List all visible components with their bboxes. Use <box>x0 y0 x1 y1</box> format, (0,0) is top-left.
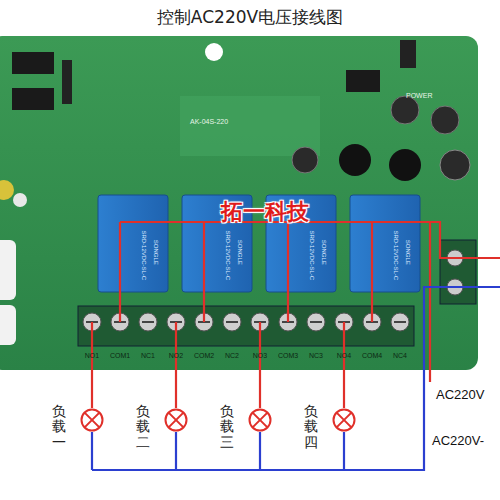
ic-chip <box>12 52 54 74</box>
ic-chip <box>62 60 72 104</box>
relay-model: SRD-12VDC-SL-C <box>141 230 148 280</box>
mounting-hole <box>205 43 223 61</box>
lamp-symbol <box>332 408 356 432</box>
terminal-name: COM2 <box>194 352 214 360</box>
screw-slot <box>449 258 461 287</box>
diagram-title: 控制AC220V电压接线图 <box>0 8 500 27</box>
relay-brand: SONGLE <box>153 239 160 264</box>
terminal-name: NC4 <box>393 352 407 360</box>
watermark: 拓一科技 <box>221 200 309 224</box>
terminal-screw <box>391 313 409 331</box>
load-label: 负载三 <box>220 404 234 450</box>
load-lamp: 负载一 <box>52 398 106 458</box>
load-label: 负载四 <box>304 404 318 450</box>
regulator-chip <box>346 70 380 92</box>
inductor <box>389 149 421 181</box>
electrolytic-capacitor <box>292 147 318 173</box>
ic-chip <box>12 88 54 110</box>
mounting-hole <box>13 193 27 207</box>
relay-model: SRD-12VDC-SL-C <box>393 230 400 280</box>
relay-model: SRD-12VDC-SL-C <box>309 230 316 280</box>
terminal-name: COM3 <box>278 352 298 360</box>
terminal-name: NC1 <box>141 352 155 360</box>
terminal-screw <box>307 313 325 331</box>
screw-slot <box>394 321 406 323</box>
load-lamp: 负载三 <box>220 398 274 458</box>
terminal-name: NO2 <box>169 352 183 360</box>
load-lamp: 负载四 <box>304 398 358 458</box>
power-terminal <box>440 240 476 304</box>
terminal-screws <box>83 313 409 331</box>
terminal-name: COM4 <box>362 352 382 360</box>
terminal-name: NO3 <box>253 352 267 360</box>
screw-slot <box>310 321 322 323</box>
terminal-name: NO4 <box>337 352 351 360</box>
relay-brand: SONGLE <box>405 239 412 264</box>
terminal-screw <box>139 313 157 331</box>
electrolytic-capacitor <box>440 150 470 180</box>
lamp-symbol <box>164 408 188 432</box>
supply-label: AC220V <box>436 388 484 402</box>
pcb-board <box>0 36 478 370</box>
screw-slot <box>226 321 238 323</box>
silkscreen-text: POWER <box>406 92 432 100</box>
electrolytic-capacitor <box>391 96 419 124</box>
lamp-symbol <box>80 408 104 432</box>
terminal-name: NC3 <box>309 352 323 360</box>
terminal-name: NC2 <box>225 352 239 360</box>
load-label: 负载二 <box>136 404 150 450</box>
terminal-name: COM1 <box>110 352 130 360</box>
inductor <box>339 144 371 176</box>
load-label: 负载一 <box>52 404 66 450</box>
relay-model: SRD-12VDC-SL-C <box>225 230 232 280</box>
terminal-name: NO1 <box>85 352 99 360</box>
relay-brand: SONGLE <box>237 239 244 264</box>
button <box>0 305 16 345</box>
electrolytic-capacitor <box>431 106 459 134</box>
wires <box>92 222 500 470</box>
pcb-silkscreen-area <box>180 96 320 156</box>
board-model: AK-04S-220 <box>190 118 228 126</box>
load-lamp: 负载二 <box>136 398 190 458</box>
terminal-block <box>78 306 414 346</box>
terminal-screw <box>223 313 241 331</box>
antenna-coil <box>0 240 16 300</box>
relay-brand: SONGLE <box>321 239 328 264</box>
lamp-symbol <box>248 408 272 432</box>
screw-slot <box>142 321 154 323</box>
capacitor <box>400 40 416 68</box>
supply-label: AC220V- <box>432 434 484 448</box>
led <box>0 180 14 200</box>
